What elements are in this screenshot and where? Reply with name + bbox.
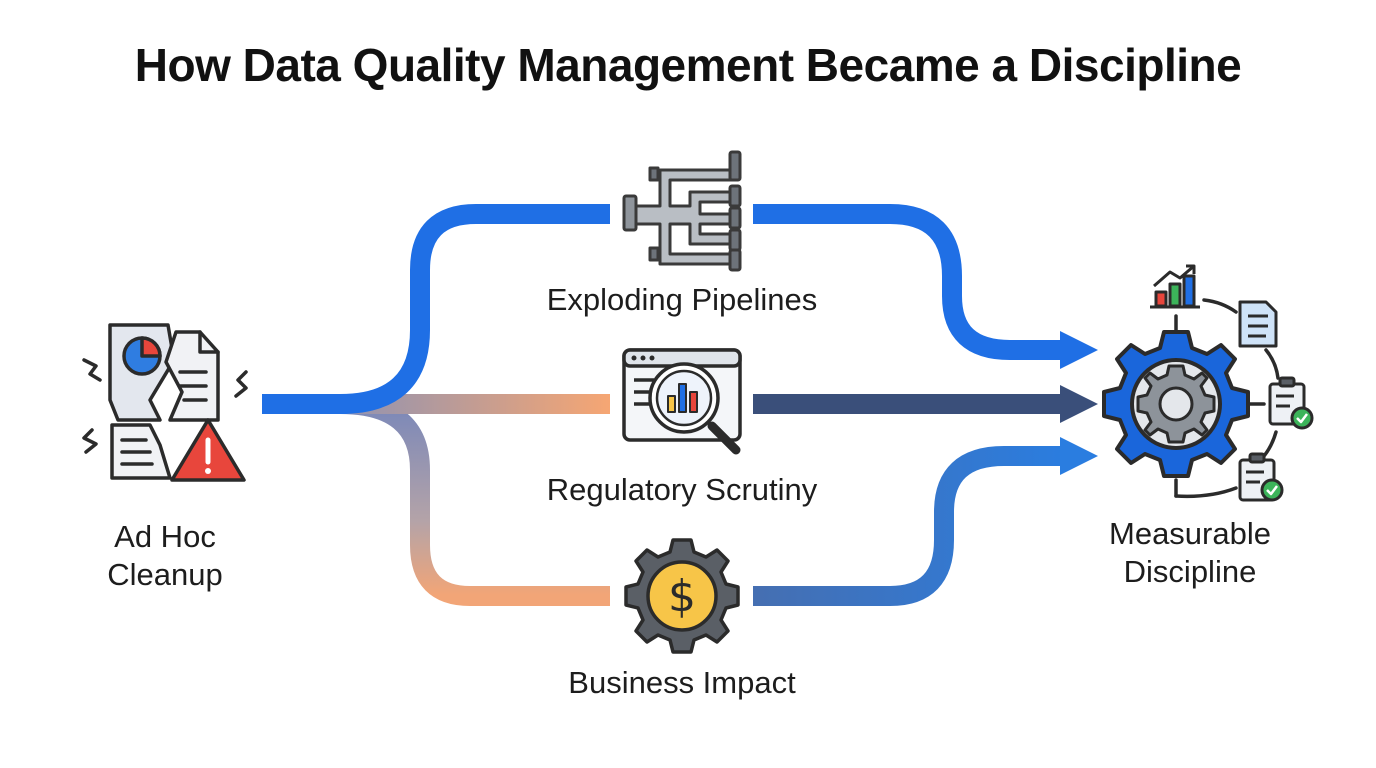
dollar-sign-glyph: $ bbox=[668, 571, 696, 622]
label-start-line1: Ad Hoc bbox=[114, 519, 216, 554]
label-ad-hoc-cleanup: Ad Hoc Cleanup bbox=[60, 518, 270, 594]
label-end-line2: Discipline bbox=[1123, 554, 1257, 589]
gear-with-reports-icon bbox=[1102, 264, 1314, 502]
label-start-line2: Cleanup bbox=[107, 557, 223, 592]
arrowhead-top bbox=[1060, 331, 1098, 369]
flow-line-from-business bbox=[753, 446, 1062, 606]
label-regulatory-scrutiny: Regulatory Scrutiny bbox=[546, 472, 818, 507]
arrowhead-bottom bbox=[1060, 437, 1098, 475]
label-business-impact: Business Impact bbox=[568, 665, 796, 700]
dollar-gear-icon: $ bbox=[624, 538, 740, 654]
label-exploding-pipelines: Exploding Pipelines bbox=[546, 282, 818, 317]
label-end-line1: Measurable bbox=[1109, 516, 1271, 551]
label-measurable-discipline: Measurable Discipline bbox=[1070, 515, 1310, 591]
magnifier-report-icon bbox=[622, 348, 742, 455]
flow-lines-right bbox=[753, 204, 1098, 606]
flow-line-to-pipelines bbox=[262, 204, 610, 414]
broken-document-warning-icon bbox=[82, 323, 248, 482]
page-title: How Data Quality Management Became a Dis… bbox=[134, 39, 1242, 91]
arrowhead-middle bbox=[1060, 385, 1098, 423]
flow-lines-left bbox=[262, 204, 610, 606]
flow-line-from-pipelines bbox=[753, 204, 1062, 360]
branching-pipes-icon bbox=[622, 150, 742, 272]
